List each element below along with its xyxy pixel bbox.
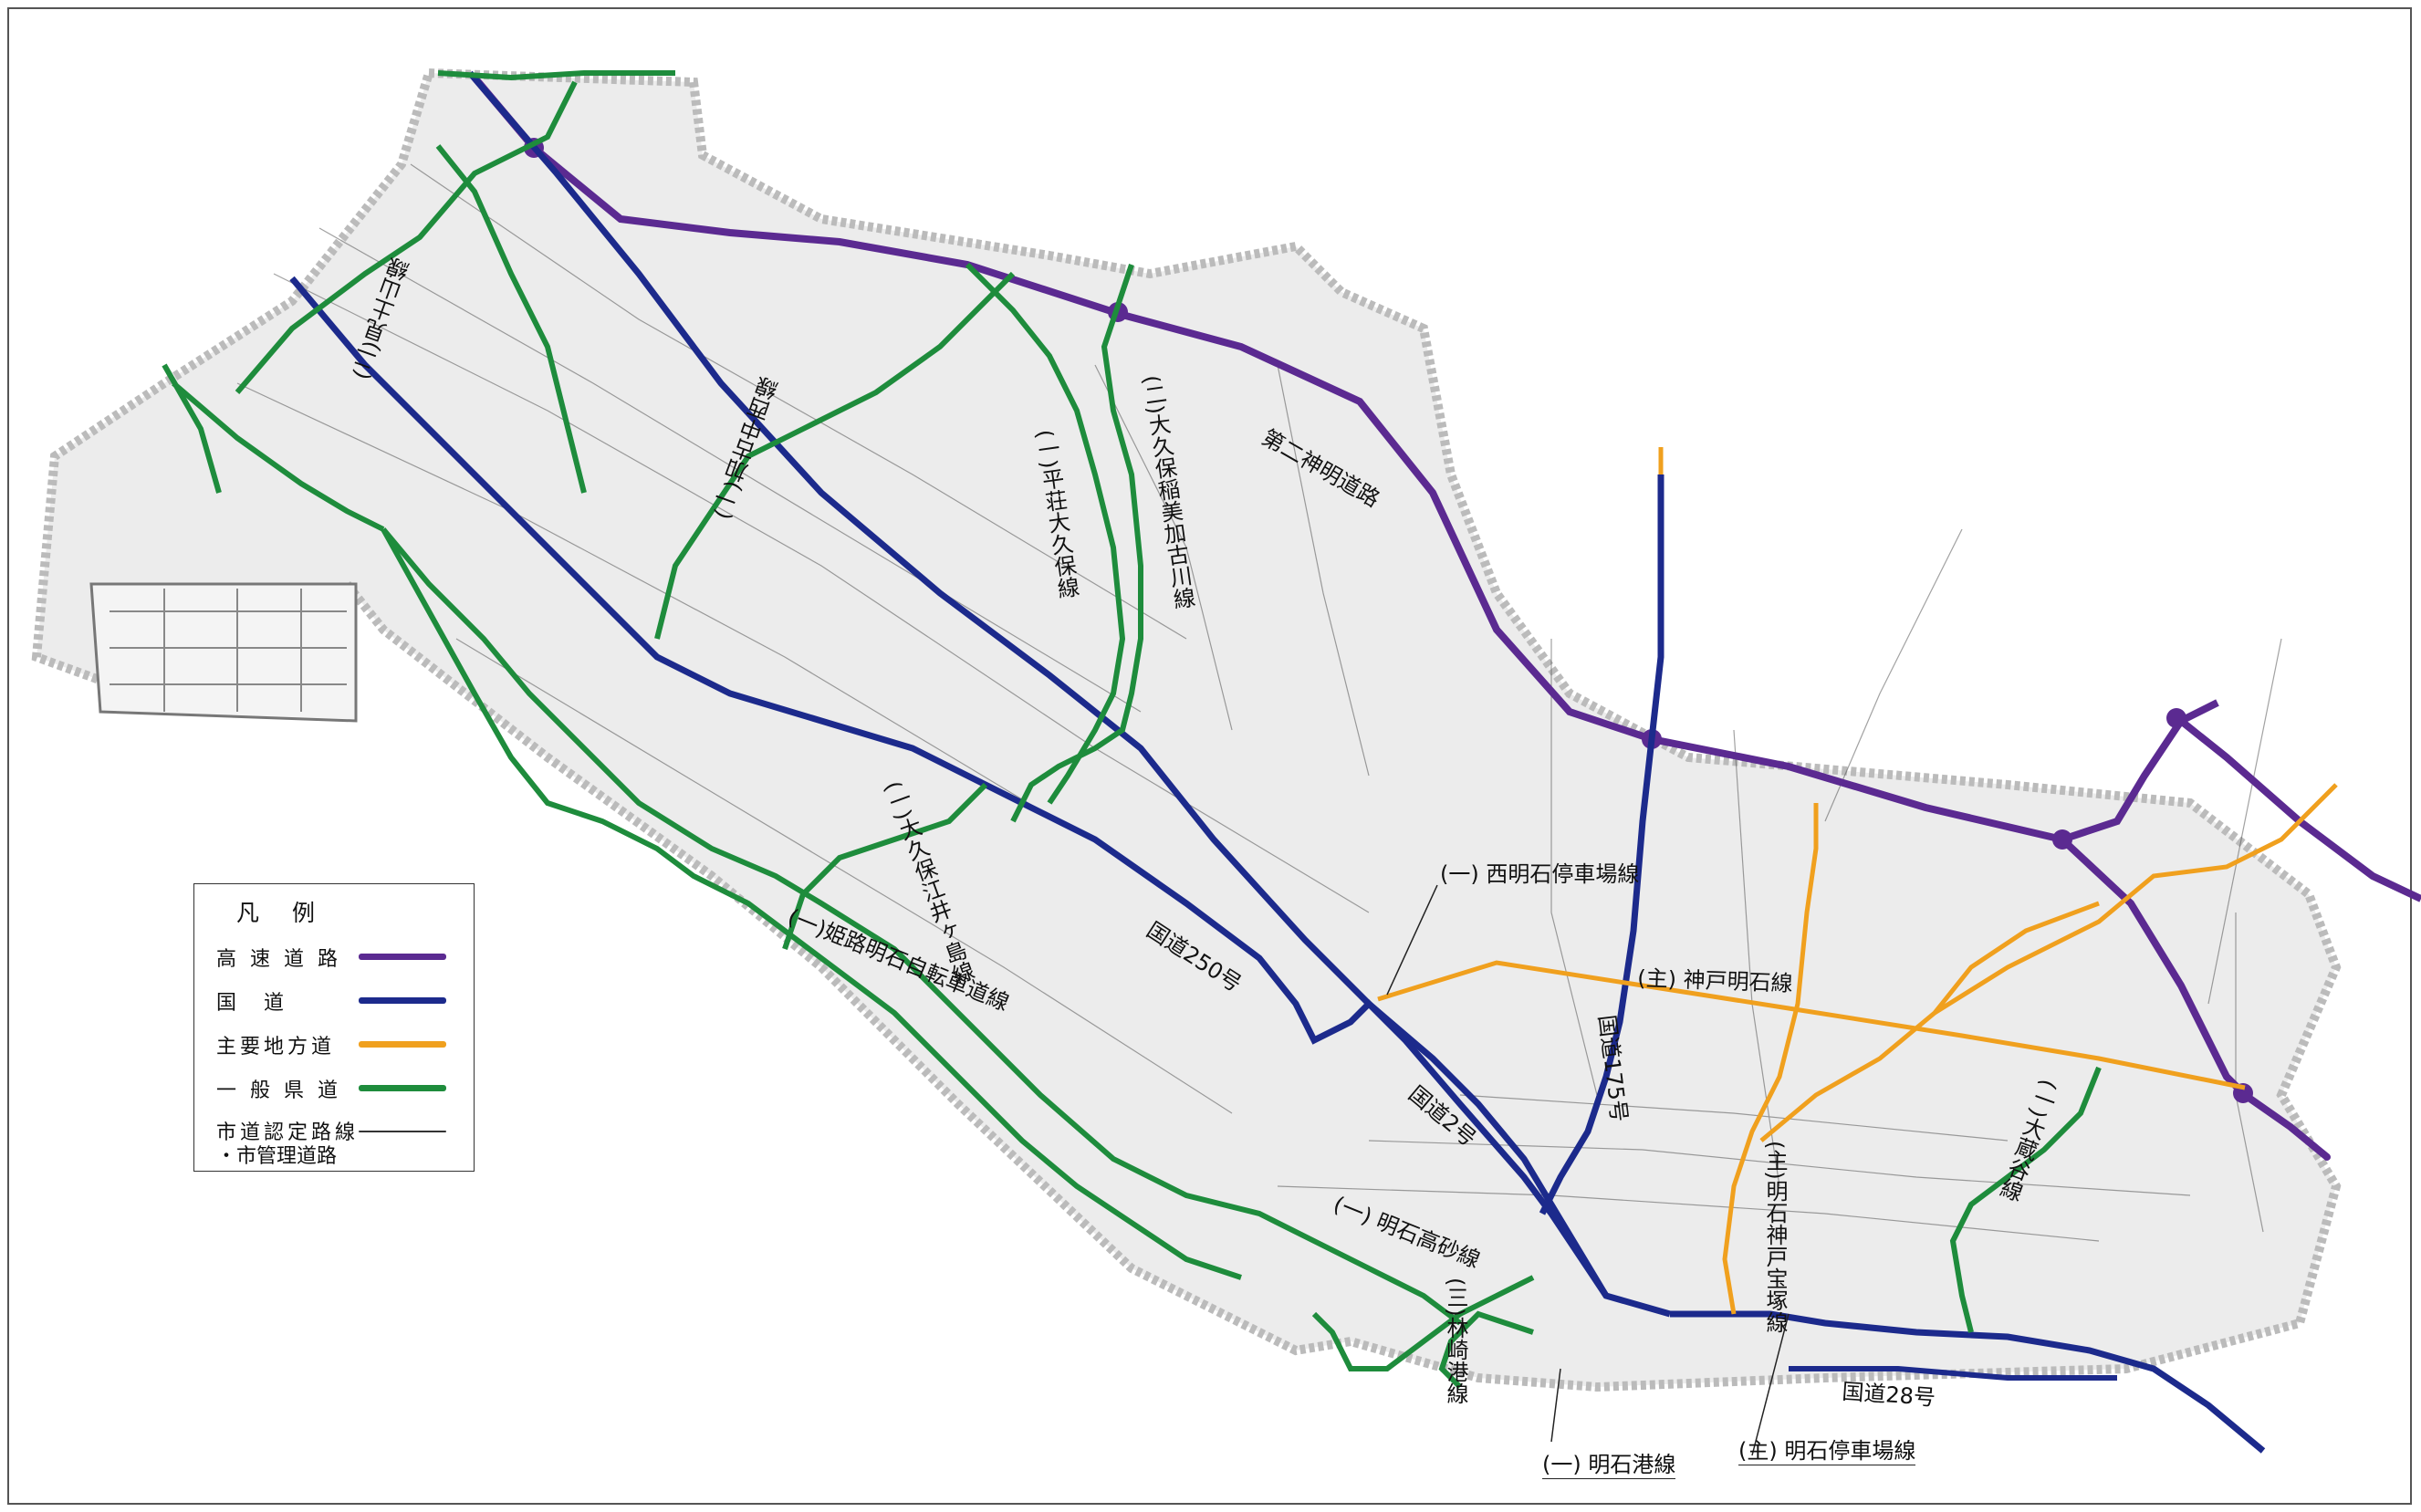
legend-row-expressway: 高 速 道 路 [194, 939, 474, 975]
akashi-port-label: (一) 明石港線 [1542, 1446, 1676, 1479]
pref-road-west-coast [381, 527, 1462, 1326]
reclaimed-grid [110, 589, 347, 712]
legend-swatch-main-local [359, 1041, 446, 1048]
route-28-label: 国道28号 [1841, 1378, 1936, 1412]
route-2-line [289, 276, 1609, 1298]
route-175-line [1539, 474, 1664, 1215]
rinzaki-port-label: (三)林崎港線 [1443, 1277, 1468, 1404]
pref-road-kako [235, 80, 578, 394]
pref-road-hiraso [965, 262, 1126, 805]
prefectural-roads [162, 70, 2102, 1390]
expressway-branch-east [2061, 699, 2219, 843]
pref-road-north [437, 70, 675, 81]
legend-row-city: 市道認定路線 ・市管理道路 [194, 1112, 474, 1168]
legend-label-national: 国 道 [216, 992, 288, 1015]
pref-road-okubo-inami [1010, 264, 1143, 823]
pref-road-kako-nakanishi [654, 271, 1016, 640]
nishi-akashi-station-label: (一) 西明石停車場線 [1440, 861, 1640, 887]
pref-road-okubo-ejima [782, 782, 988, 950]
label-leaders [1386, 884, 1790, 1456]
akashi-kobe-takarazuka-line [1722, 803, 1819, 1315]
legend-label-expressway: 高 速 道 路 [216, 948, 341, 971]
akashi-kobe-takarazuka-label: (主)明石神戸宝塚線 [1762, 1141, 1788, 1333]
map-legend: 凡 例 高 速 道 路 国 道 主要地方道 一 般 県 道 市道認定路線 ・市管… [193, 883, 475, 1172]
reclaimed-land [89, 582, 358, 723]
expressway-line [471, 74, 2331, 1161]
legend-label-main-local: 主要地方道 [216, 1036, 336, 1058]
pref-road-akashi-port [1438, 1310, 1534, 1390]
legend-swatch-city [359, 1131, 446, 1132]
pref-road-coast-2 [381, 527, 1242, 1280]
legend-label-city: 市道認定路線 [216, 1121, 360, 1144]
route-250-line [467, 70, 1671, 1318]
legend-swatch-national [359, 997, 446, 1004]
legend-swatch-expressway [359, 954, 446, 960]
land-area [31, 68, 2342, 1392]
pref-road-taisan [1949, 1066, 2102, 1333]
kobe-akashi-line [1377, 960, 2246, 1090]
akashi-station-label: (主) 明石停車場線 [1738, 1433, 1916, 1465]
route-28-line-b [1789, 1366, 2117, 1381]
interchange-4 [2052, 829, 2072, 850]
legend-swatch-prefectural [359, 1085, 446, 1091]
legend-label-prefectural: 一 般 県 道 [216, 1079, 341, 1102]
kobe-akashi-label: (主) 神戸明石線 [1636, 965, 1794, 996]
pref-road-west [172, 381, 385, 532]
pref-road-west-extra [162, 363, 222, 494]
legend-row-national: 国 道 [194, 983, 474, 1019]
legend-label-city-2: ・市管理道路 [216, 1145, 338, 1168]
pref-road-rinzaki [1311, 1275, 1535, 1371]
legend-title: 凡 例 [236, 900, 328, 926]
main-local-east-2 [1933, 783, 2338, 1016]
interchange-5 [2166, 708, 2186, 728]
route-28-line [1670, 1310, 2266, 1454]
legend-row-prefectural: 一 般 県 道 [194, 1070, 474, 1107]
legend-row-main-local: 主要地方道 [194, 1027, 474, 1063]
